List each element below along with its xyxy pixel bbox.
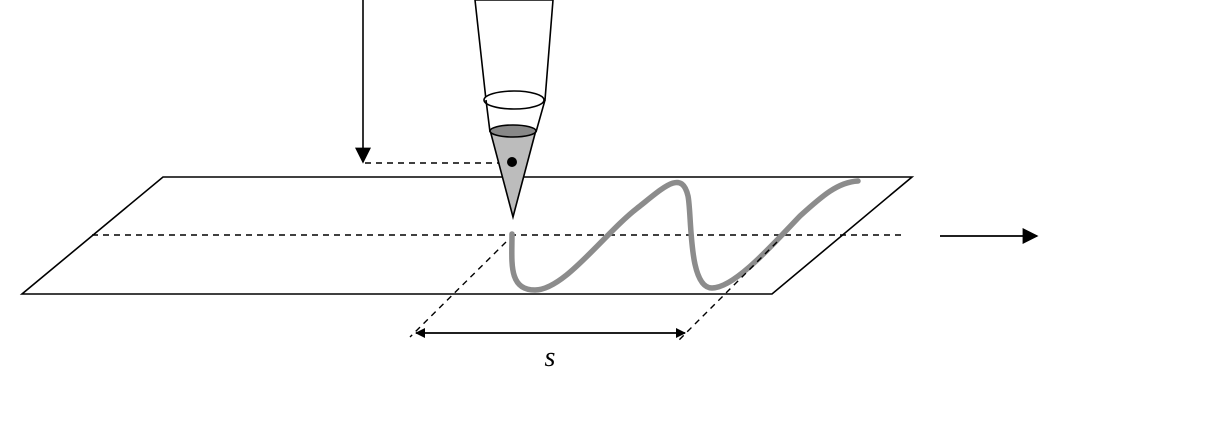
right-extension-line <box>678 241 778 341</box>
ink-drop <box>507 157 517 167</box>
left-extension-line <box>409 241 507 338</box>
pen-funnel <box>474 0 554 101</box>
trace-curve <box>509 178 861 293</box>
ink-surface <box>489 124 537 138</box>
pen-funnel-rim <box>483 90 545 110</box>
distance-label: s <box>545 342 556 373</box>
caption-text <box>18 396 1198 446</box>
pen-side-right <box>535 99 546 133</box>
diagram: s <box>19 0 1039 373</box>
pen-side-left <box>485 99 491 133</box>
diagram-svg: s <box>19 0 1039 373</box>
